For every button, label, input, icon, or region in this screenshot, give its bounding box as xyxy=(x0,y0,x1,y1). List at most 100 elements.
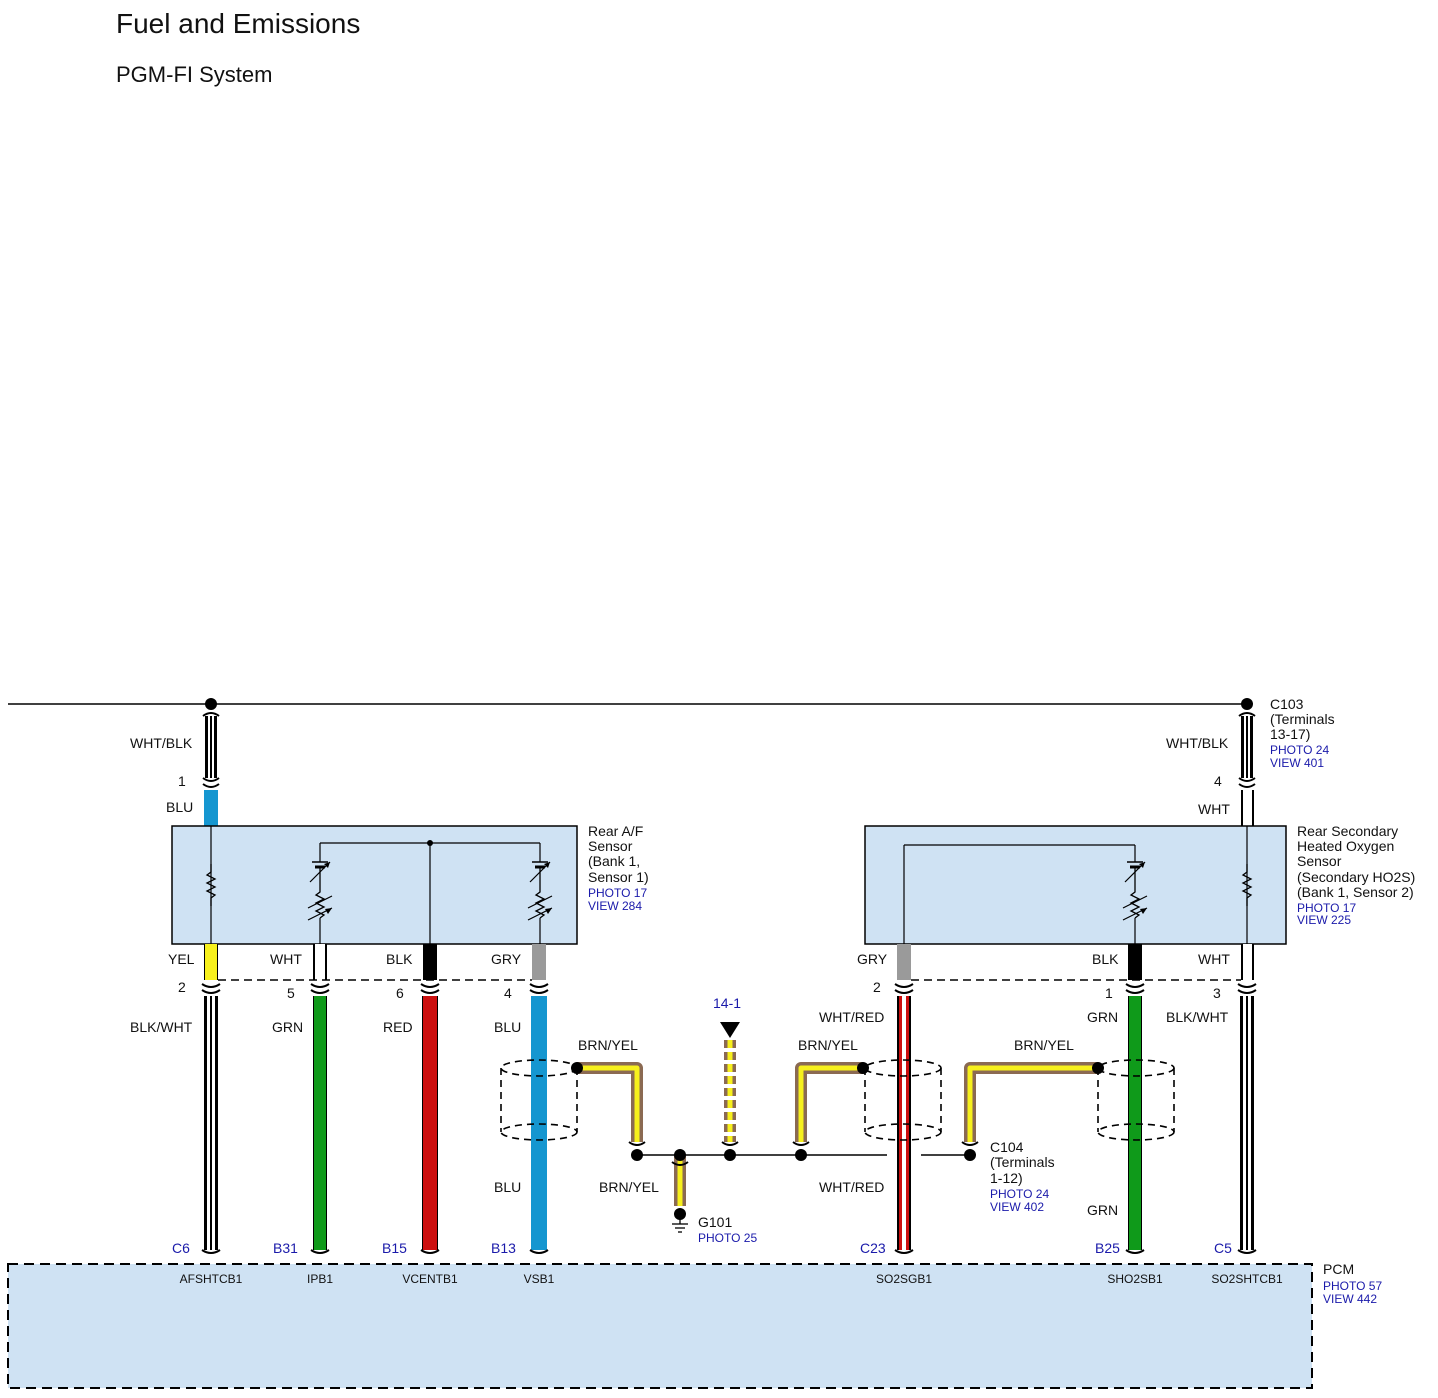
label-wht-blk-left: WHT/BLK xyxy=(130,735,193,751)
svg-text:PHOTO 17: PHOTO 17 xyxy=(1297,901,1356,915)
pin-4-right: 4 xyxy=(1214,773,1222,789)
label-brn-yel-3: BRN/YEL xyxy=(1014,1037,1074,1053)
drain-caps xyxy=(628,1141,979,1166)
pcm-pin: C23 xyxy=(860,1240,886,1256)
c103-label: C103 (Terminals 13-17) PHOTO 24 VIEW 401 xyxy=(1270,696,1335,770)
pin-4-af: 4 xyxy=(504,985,512,1001)
wire-wht-blk-left-top xyxy=(202,712,220,826)
label-blk-wht-right: BLK/WHT xyxy=(1166,1009,1229,1025)
label-grn-right: GRN xyxy=(1087,1009,1118,1025)
svg-text:PHOTO 57: PHOTO 57 xyxy=(1323,1279,1382,1293)
pcm-signal: AFSHTCB1 xyxy=(180,1272,243,1286)
c103-terminals-range: 13-17) xyxy=(1270,726,1310,742)
pcm-pin: B15 xyxy=(382,1240,407,1256)
pcm-terminal-caps xyxy=(201,1249,1257,1254)
label-gry-ho: GRY xyxy=(857,951,888,967)
pcm-terminal-b31: B31 IPB1 xyxy=(273,1240,333,1286)
svg-text:VIEW 402: VIEW 402 xyxy=(990,1200,1044,1214)
label-wht-red-low: WHT/RED xyxy=(819,1179,884,1195)
label-brn-yel-1: BRN/YEL xyxy=(578,1037,638,1053)
pin-2-ho: 2 xyxy=(873,979,881,995)
svg-text:VIEW 225: VIEW 225 xyxy=(1297,913,1351,927)
ho2s-stubs xyxy=(897,944,1254,980)
svg-text:PHOTO 24: PHOTO 24 xyxy=(990,1187,1049,1201)
c103-terminals: (Terminals xyxy=(1270,711,1335,727)
pcm-terminal-c6: C6 AFSHTCB1 xyxy=(172,1240,243,1286)
svg-text:(Secondary HO2S): (Secondary HO2S) xyxy=(1297,869,1415,885)
page-title: Fuel and Emissions xyxy=(116,8,361,39)
reference-arrow-icon[interactable] xyxy=(720,1022,740,1038)
svg-text:Rear A/F: Rear A/F xyxy=(588,823,643,839)
rear-secondary-ho2s xyxy=(864,825,1287,945)
wire-red xyxy=(423,996,437,1250)
splice-points xyxy=(571,1062,1104,1161)
pcm-signal: SO2SHTCB1 xyxy=(1211,1272,1283,1286)
label-blk-ho: BLK xyxy=(1092,951,1119,967)
svg-text:PCM: PCM xyxy=(1323,1261,1354,1277)
wire-grn-left xyxy=(314,996,326,1250)
pcm-pin: B31 xyxy=(273,1240,298,1256)
wire-wht-blk-right-top xyxy=(1238,712,1256,826)
label-brn-yel-gnd: BRN/YEL xyxy=(599,1179,659,1195)
ground-photo: PHOTO 25 xyxy=(698,1231,757,1245)
svg-text:(Bank 1,: (Bank 1, xyxy=(588,853,640,869)
svg-text:(Terminals: (Terminals xyxy=(990,1154,1055,1170)
shield-grn xyxy=(1097,1059,1175,1141)
svg-text:1-12): 1-12) xyxy=(990,1170,1023,1186)
label-blk-af: BLK xyxy=(386,951,413,967)
label-blu-mid: BLU xyxy=(494,1019,521,1035)
wire-grn-right xyxy=(1129,996,1141,1250)
svg-text:Sensor: Sensor xyxy=(1297,853,1342,869)
pin-5-af: 5 xyxy=(287,985,295,1001)
wire-wht-red xyxy=(897,996,911,1250)
label-blu-top: BLU xyxy=(166,799,193,815)
label-blu-low: BLU xyxy=(494,1179,521,1195)
connector-caps xyxy=(201,983,1257,994)
pcm-terminal-b13: B13 VSB1 xyxy=(491,1240,555,1286)
label-grn-left: GRN xyxy=(272,1019,303,1035)
pcm-terminal-c23: C23 SO2SGB1 xyxy=(860,1240,932,1286)
label-wht-ho: WHT xyxy=(1198,951,1230,967)
power-bus xyxy=(8,698,1253,710)
label-gry-af: GRY xyxy=(491,951,522,967)
label-wht-af: WHT xyxy=(270,951,302,967)
pin-1-left: 1 xyxy=(178,773,186,789)
c103-photo: PHOTO 24 xyxy=(1270,743,1329,757)
c104-label: C104 (Terminals 1-12) PHOTO 24 VIEW 402 xyxy=(990,1139,1055,1214)
drain-wires xyxy=(577,1040,1098,1206)
svg-text:C104: C104 xyxy=(990,1139,1024,1155)
svg-text:PHOTO 17: PHOTO 17 xyxy=(588,886,647,900)
pcm-pin: C5 xyxy=(1214,1240,1232,1256)
rear-af-sensor xyxy=(171,825,578,945)
reference-label: 14-1 xyxy=(713,995,741,1011)
label-wht-top-right: WHT xyxy=(1198,801,1230,817)
rear-af-sensor-label: Rear A/F Sensor (Bank 1, Sensor 1) PHOTO… xyxy=(588,823,649,913)
c103-name: C103 xyxy=(1270,696,1304,712)
shield-wht-red xyxy=(864,1059,942,1141)
label-grn-right-low: GRN xyxy=(1087,1202,1118,1218)
pcm-signal: VCENTB1 xyxy=(402,1272,458,1286)
pcm-signal: SHO2SB1 xyxy=(1107,1272,1163,1286)
pcm-terminal-c5: C5 SO2SHTCB1 xyxy=(1211,1240,1283,1286)
ground-name: G101 xyxy=(698,1214,732,1230)
label-wht-red-top: WHT/RED xyxy=(819,1009,884,1025)
label-red: RED xyxy=(383,1019,413,1035)
label-yel: YEL xyxy=(168,951,195,967)
svg-text:VIEW 442: VIEW 442 xyxy=(1323,1292,1377,1306)
wire-blu xyxy=(531,996,547,1250)
af-sensor-stubs xyxy=(204,944,546,980)
pin-3-ho: 3 xyxy=(1213,985,1221,1001)
wire-blk-wht-right xyxy=(1240,996,1254,1250)
pcm-pin: B25 xyxy=(1095,1240,1120,1256)
label-wht-blk-right: WHT/BLK xyxy=(1166,735,1229,751)
pin-2-af: 2 xyxy=(178,979,186,995)
label-brn-yel-2: BRN/YEL xyxy=(798,1037,858,1053)
pin-1-ho: 1 xyxy=(1105,985,1113,1001)
svg-text:Rear Secondary: Rear Secondary xyxy=(1297,823,1398,839)
svg-text:Sensor: Sensor xyxy=(588,838,633,854)
svg-text:Heated Oxygen: Heated Oxygen xyxy=(1297,838,1394,854)
pcm-pin: B13 xyxy=(491,1240,516,1256)
svg-text:(Bank 1, Sensor 2): (Bank 1, Sensor 2) xyxy=(1297,884,1414,900)
ground-icon xyxy=(672,1208,688,1233)
